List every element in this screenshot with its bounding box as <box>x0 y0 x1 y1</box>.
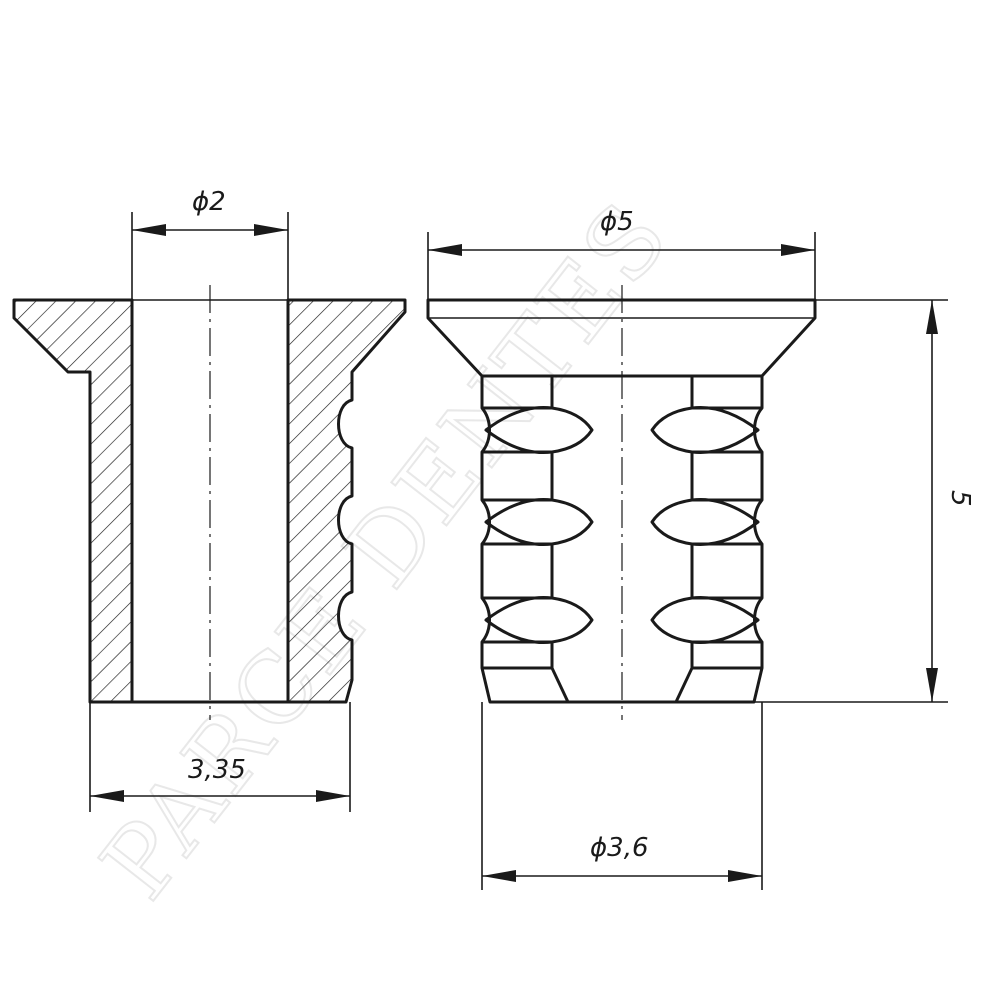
watermark-text: PARCE DENTES <box>80 180 692 919</box>
dim-length-label: 5 <box>945 490 975 507</box>
insert-grooves <box>484 405 760 645</box>
watermark: PARCE DENTES <box>79 179 693 920</box>
section-view: ϕ2 3,35 <box>12 187 407 812</box>
dim-length: 5 <box>754 299 975 703</box>
section-left-wall <box>12 298 134 704</box>
dim-bore: ϕ2 <box>131 187 289 300</box>
dim-head-label: ϕ5 <box>600 207 634 237</box>
dim-head: ϕ5 <box>427 207 816 300</box>
dim-outer: 3,35 <box>89 702 351 812</box>
section-right-wall <box>286 298 407 704</box>
dim-body: ϕ3,6 <box>481 702 763 890</box>
insert-body <box>480 376 764 704</box>
dim-outer-label: 3,35 <box>188 755 246 785</box>
dim-body-label: ϕ3,6 <box>590 833 649 863</box>
dim-bore-label: ϕ2 <box>192 187 226 217</box>
exterior-view: ϕ5 ϕ3,6 5 <box>426 207 975 890</box>
